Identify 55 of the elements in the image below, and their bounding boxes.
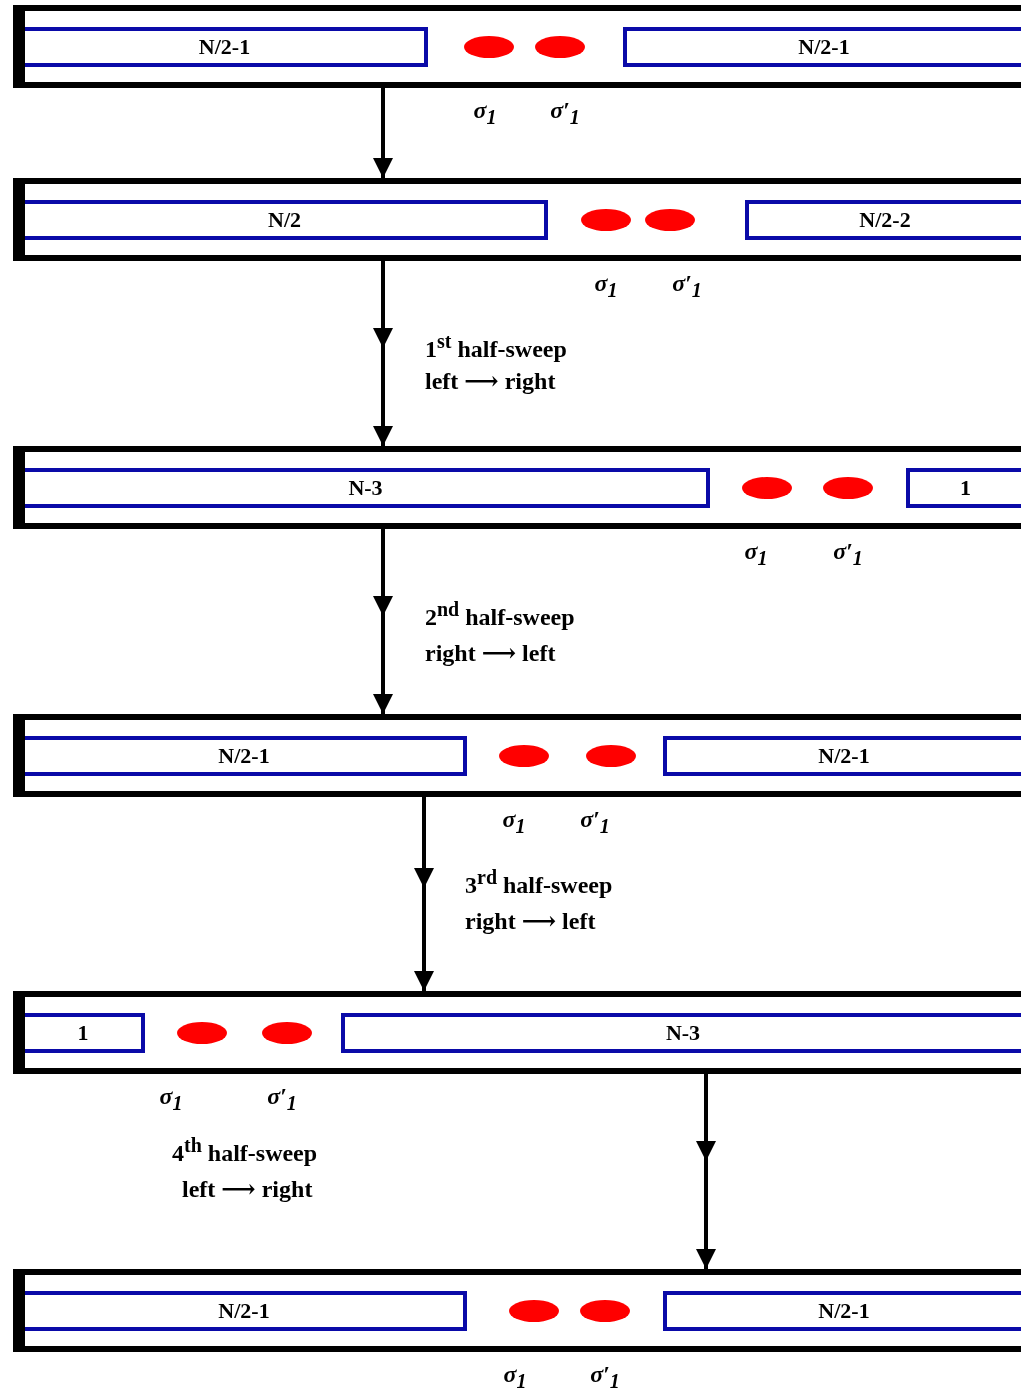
block-box: N/2-2 bbox=[745, 200, 1021, 240]
site-dot bbox=[535, 36, 585, 58]
block-box: 1 bbox=[25, 1013, 145, 1053]
sweep-note: 1$^{st}$ half-sweep bbox=[425, 330, 567, 363]
block-box: N/2 bbox=[25, 200, 548, 240]
chain-frame bbox=[13, 178, 1021, 261]
sweep-note: right ⟶ left bbox=[465, 907, 596, 935]
chain-frame bbox=[13, 714, 1021, 797]
sigma-label: σ$_{1}$ bbox=[503, 1361, 527, 1391]
block-box: N/2-1 bbox=[623, 27, 1021, 67]
sweep-note: right ⟶ left bbox=[425, 639, 556, 667]
chain-frame bbox=[13, 5, 1021, 88]
sigma-label: σ′$_{1}$ bbox=[267, 1083, 297, 1115]
sweep-note: 4$^{th}$ half-sweep bbox=[172, 1134, 318, 1167]
chain-frame bbox=[13, 446, 1021, 529]
sigma-label: σ$_{1}$ bbox=[473, 97, 497, 129]
sigma-label: σ′$_{1}$ bbox=[672, 270, 702, 302]
site-dot bbox=[499, 745, 549, 767]
sigma-label: σ′$_{1}$ bbox=[580, 806, 610, 838]
arrow bbox=[373, 88, 393, 178]
sigma-label: σ′$_{1}$ bbox=[833, 538, 863, 570]
sweep-note: 3$^{rd}$ half-sweep bbox=[465, 866, 613, 899]
block-box: N-3 bbox=[341, 1013, 1021, 1053]
arrow bbox=[373, 261, 393, 446]
site-dot bbox=[464, 36, 514, 58]
site-dot bbox=[581, 209, 631, 231]
site-dot bbox=[645, 209, 695, 231]
block-box: 1 bbox=[906, 468, 1021, 508]
sweep-note: left ⟶ right bbox=[182, 1175, 313, 1203]
site-dot bbox=[509, 1300, 559, 1322]
arrow bbox=[696, 1074, 716, 1269]
block-box: N/2-1 bbox=[25, 736, 467, 776]
arrow bbox=[414, 797, 434, 991]
site-dot bbox=[262, 1022, 312, 1044]
sweep-note: left ⟶ right bbox=[425, 367, 556, 395]
sigma-label: σ′$_{1}$ bbox=[550, 97, 580, 129]
site-dot bbox=[823, 477, 873, 499]
chain-frame bbox=[13, 991, 1021, 1074]
sigma-label: σ′$_{1}$ bbox=[590, 1361, 620, 1391]
site-dot bbox=[580, 1300, 630, 1322]
arrow bbox=[373, 529, 393, 714]
chain-frame bbox=[13, 1269, 1021, 1352]
block-box: N/2-1 bbox=[25, 27, 428, 67]
block-box: N/2-1 bbox=[25, 1291, 467, 1331]
sigma-label: σ$_{1}$ bbox=[594, 270, 618, 302]
sigma-label: σ$_{1}$ bbox=[744, 538, 768, 570]
sigma-label: σ$_{1}$ bbox=[502, 806, 526, 838]
site-dot bbox=[586, 745, 636, 767]
sweep-note: 2$^{nd}$ half-sweep bbox=[425, 598, 575, 631]
site-dot bbox=[177, 1022, 227, 1044]
block-box: N-3 bbox=[25, 468, 710, 508]
block-box: N/2-1 bbox=[663, 736, 1021, 776]
sigma-label: σ$_{1}$ bbox=[159, 1083, 183, 1115]
block-box: N/2-1 bbox=[663, 1291, 1021, 1331]
site-dot bbox=[742, 477, 792, 499]
